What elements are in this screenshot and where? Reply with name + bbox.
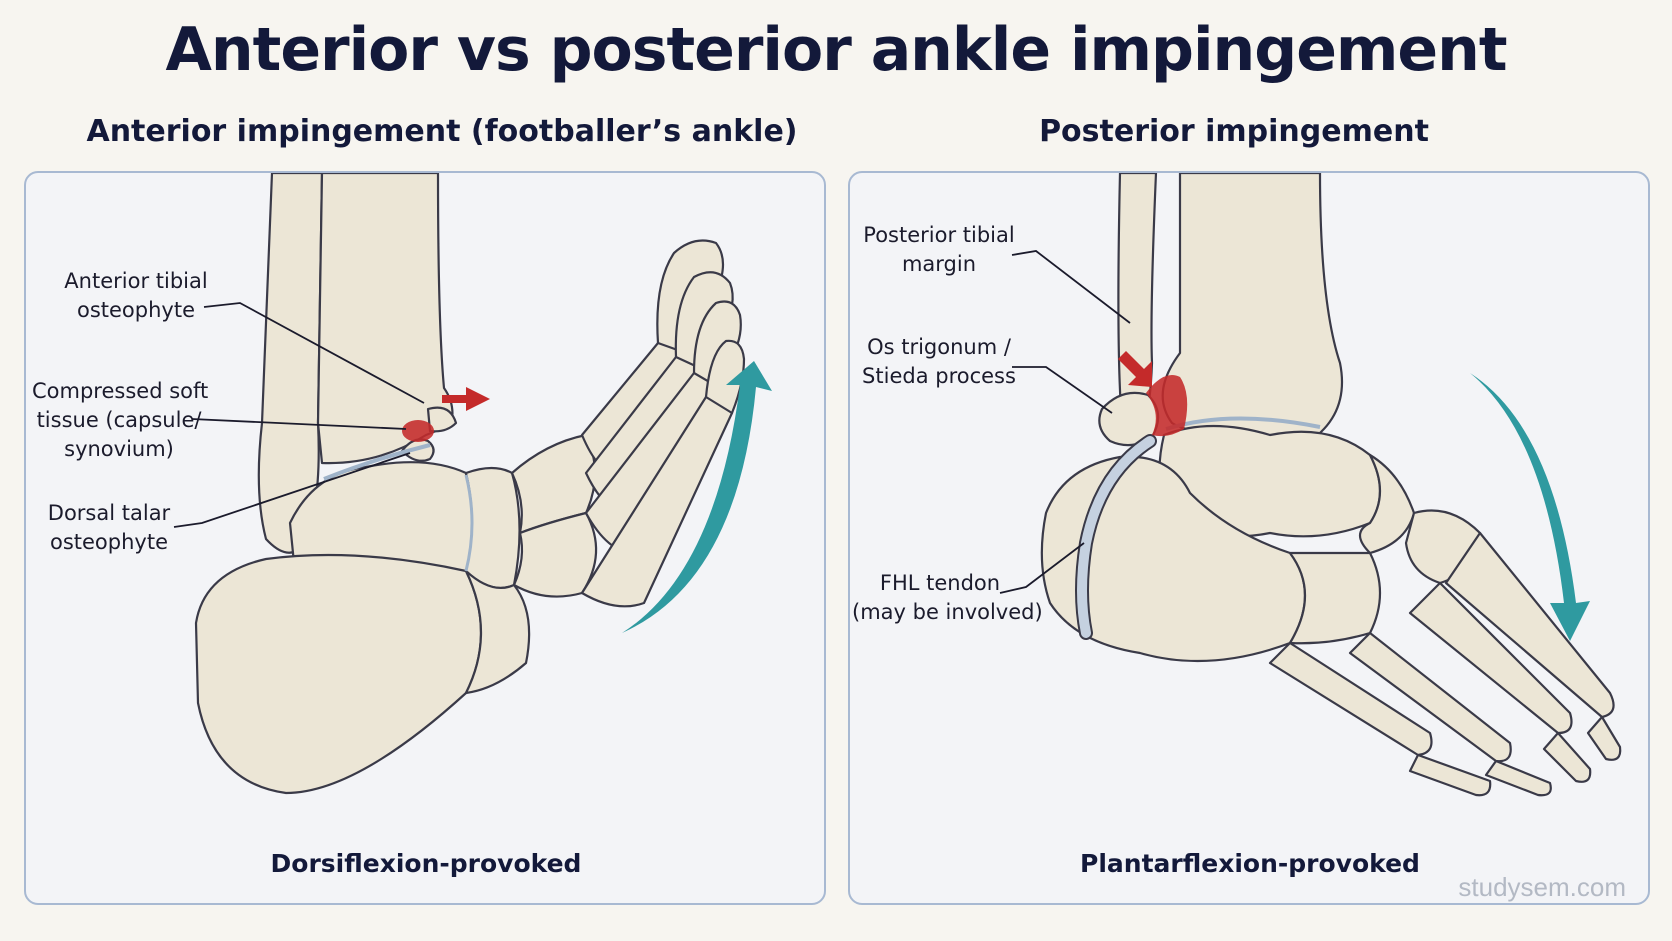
label-anterior-tibial-osteophyte: Anterior tibial osteophyte — [64, 269, 208, 322]
main-title: Anterior vs posterior ankle impingement — [165, 15, 1507, 85]
leader-line — [203, 302, 425, 404]
fibula-bone — [257, 173, 324, 554]
label-compressed-soft-tissue: Compressed soft tissue (capsule/ synoviu… — [32, 379, 209, 461]
plantarflexion-arrow — [1470, 373, 1590, 641]
calcaneus-bone — [194, 553, 483, 795]
cuneiform-bone — [510, 433, 597, 535]
impingement-arrow — [442, 387, 490, 411]
phalanx-bone — [1484, 759, 1552, 797]
tibia-bone — [1161, 173, 1344, 443]
leader-line — [1012, 366, 1113, 414]
cuboid-bone — [464, 569, 531, 695]
label-os-trigonum: Os trigonum / Stieda process — [862, 335, 1016, 388]
posterior-panel-title: Posterior impingement — [1039, 114, 1429, 149]
posterior-panel: Posterior tibial margin Os trigonum / St… — [848, 171, 1650, 905]
leader-line — [173, 452, 411, 528]
posterior-impingement-area — [1146, 375, 1188, 437]
label-posterior-tibial-margin: Posterior tibial margin — [863, 223, 1015, 276]
leader-line — [191, 418, 407, 430]
anterior-panel-title: Anterior impingement (footballer’s ankle… — [86, 114, 798, 149]
label-fhl-tendon: FHL tendon (may be involved) — [852, 571, 1043, 624]
tibial-osteophyte — [426, 406, 458, 433]
metatarsal-bone — [1268, 641, 1433, 757]
impingement-arrow — [1118, 351, 1152, 387]
dorsiflexion-arrow — [622, 361, 772, 633]
posterior-caption: Plantarflexion-provoked — [1080, 849, 1420, 878]
anterior-ankle-illustration — [173, 173, 772, 795]
label-dorsal-talar-osteophyte: Dorsal talar osteophyte — [47, 501, 171, 554]
compressed-soft-tissue — [402, 420, 434, 442]
leader-line — [1011, 250, 1131, 324]
anterior-caption: Dorsiflexion-provoked — [270, 849, 582, 878]
anterior-panel: Anterior tibial osteophyte Compressed so… — [24, 171, 826, 905]
leader-line — [999, 542, 1085, 594]
phalanx-bone — [1586, 715, 1622, 761]
posterior-ankle-illustration — [999, 173, 1622, 797]
watermark: studysem.com — [1458, 872, 1626, 902]
phalanx-bone — [1408, 753, 1492, 797]
navicular-bone — [464, 466, 521, 589]
phalanx-bone — [1542, 731, 1592, 783]
